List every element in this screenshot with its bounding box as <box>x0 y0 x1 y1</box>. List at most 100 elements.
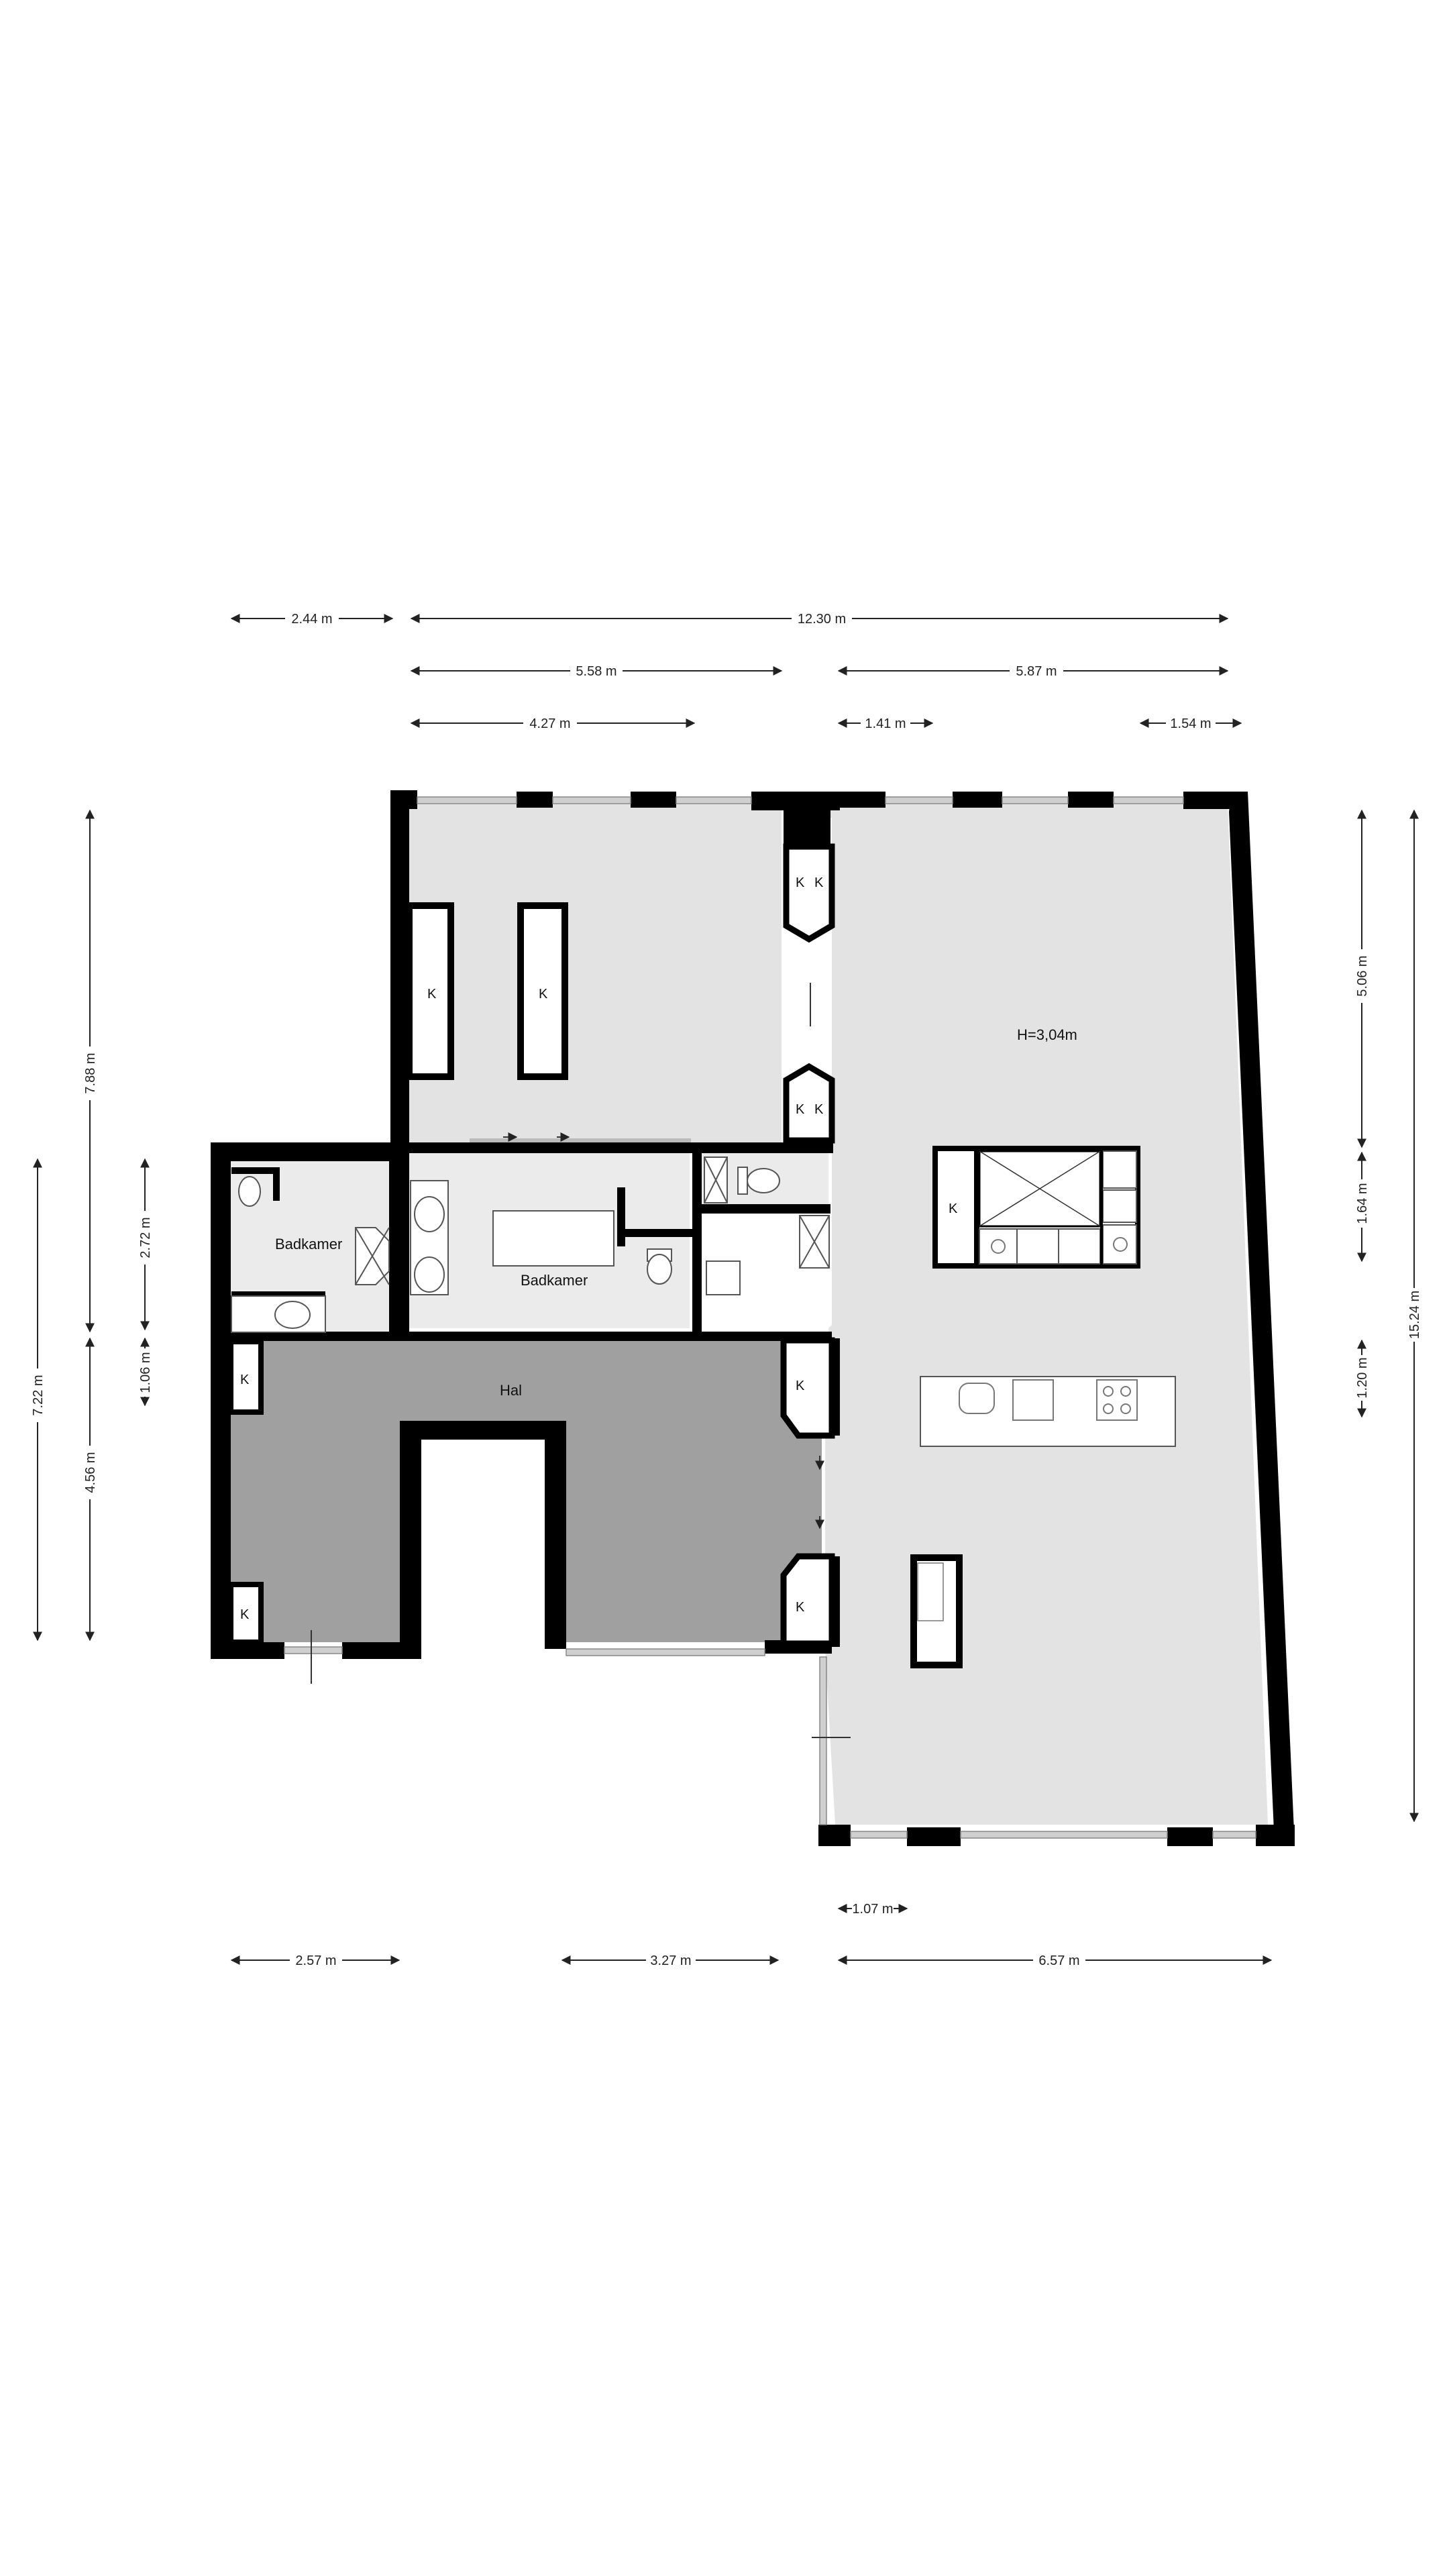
closet: K <box>780 1553 835 1647</box>
closet: K <box>406 902 454 1080</box>
dimension-label: 3.27 m <box>650 1953 691 1968</box>
closet: K <box>517 902 568 1080</box>
closet-label: K <box>796 1102 805 1117</box>
bathroom-left-label: Badkamer <box>275 1236 342 1252</box>
closet: K K <box>783 1063 835 1144</box>
wall <box>953 792 1002 808</box>
bedroom-floor <box>402 802 782 1147</box>
dimension-label: 15.24 m <box>1407 1291 1422 1339</box>
bathtub-icon <box>492 1210 614 1267</box>
closet-label: K <box>796 1379 805 1393</box>
dimension-label: 1.41 m <box>865 716 906 731</box>
wall <box>907 1827 961 1846</box>
closet-label: K <box>796 875 805 890</box>
windows <box>284 796 1256 1839</box>
dimension-label: 1.20 m <box>1355 1357 1370 1398</box>
window <box>960 1831 1168 1839</box>
closet: K <box>932 1146 979 1269</box>
window <box>850 1831 908 1839</box>
wall <box>784 792 830 845</box>
toilet-icon <box>706 1260 741 1295</box>
wall <box>211 1142 231 1659</box>
wall <box>231 1291 325 1297</box>
sink-icon <box>959 1383 995 1414</box>
closet-label: K <box>814 1102 824 1117</box>
closet: K <box>228 1582 264 1645</box>
dimension-label: 2.57 m <box>295 1953 336 1968</box>
dimension-label: 1.06 m <box>138 1352 153 1393</box>
wall <box>631 792 676 808</box>
closet: K <box>780 1337 835 1439</box>
dimension-label: 1.64 m <box>1355 1183 1370 1224</box>
wall <box>702 1204 830 1214</box>
fixtures <box>231 1157 830 1333</box>
wall <box>231 1167 278 1174</box>
closet-label: K <box>949 1201 958 1216</box>
wall <box>617 1187 625 1246</box>
toilet-icon <box>737 1167 748 1195</box>
wall <box>1068 792 1114 808</box>
wall <box>625 1229 692 1237</box>
window <box>1212 1831 1256 1839</box>
window <box>819 1656 827 1825</box>
kitchen <box>910 1146 1176 1668</box>
closet-label: K <box>796 1600 805 1615</box>
hall-label: Hal <box>500 1382 522 1399</box>
wall <box>1183 792 1233 809</box>
dimension-label: 5.06 m <box>1355 955 1370 996</box>
wall <box>1167 1827 1213 1846</box>
dimension-label: 4.27 m <box>529 716 570 731</box>
bathroom-center-label: Badkamer <box>521 1272 588 1289</box>
dimension-label: 12.30 m <box>798 612 846 627</box>
cooktop-icon <box>1012 1379 1054 1421</box>
window <box>676 796 752 804</box>
sink-icon <box>414 1196 445 1232</box>
wall <box>228 1332 832 1341</box>
window <box>885 796 953 804</box>
wall <box>1256 1825 1295 1846</box>
dimension-label: 5.58 m <box>576 664 616 679</box>
toilet-icon <box>238 1176 261 1207</box>
closet-label: K <box>427 987 437 1002</box>
toilet-icon <box>647 1254 672 1285</box>
dimension-label: 2.72 m <box>138 1217 153 1258</box>
wall <box>692 1142 833 1153</box>
wall <box>832 792 885 808</box>
living-floor <box>812 802 1268 1825</box>
living-height-label: H=3,04m <box>1017 1026 1077 1043</box>
dimensions <box>33 614 1419 1965</box>
window <box>1002 796 1069 804</box>
wall <box>545 1421 566 1649</box>
wall <box>211 1642 284 1659</box>
door-marks <box>311 983 851 1738</box>
wall <box>692 1152 702 1334</box>
window <box>417 796 517 804</box>
closets: K K K K K K K K K <box>228 843 979 1647</box>
closet: K <box>228 1339 264 1415</box>
sink-icon <box>414 1256 445 1293</box>
closet: K K <box>783 843 835 943</box>
closet-label: K <box>814 875 824 890</box>
dimension-labels: 2.44 m 12.30 m 5.58 m 5.87 m 4.27 m 1.41… <box>31 612 1422 1968</box>
window <box>552 796 631 804</box>
dimension-label: 1.54 m <box>1170 716 1211 731</box>
wall <box>211 1142 402 1161</box>
wall <box>389 1157 408 1340</box>
dimension-label: 7.22 m <box>31 1375 46 1415</box>
dimension-label: 5.87 m <box>1016 664 1057 679</box>
closet-label: K <box>240 1607 250 1622</box>
closet-label: K <box>539 987 548 1002</box>
wall <box>1229 792 1295 1846</box>
wall <box>517 792 553 808</box>
closet-label: K <box>240 1373 250 1387</box>
toilet-icon <box>747 1168 780 1193</box>
room-labels: H=3,04m Badkamer Badkamer Hal <box>275 1026 1077 1399</box>
floor-fills <box>228 802 1268 1825</box>
wall <box>400 1421 421 1659</box>
sink-icon <box>274 1301 311 1329</box>
dimension-label: 4.56 m <box>83 1452 98 1493</box>
wall <box>390 790 417 809</box>
window <box>566 1648 765 1656</box>
wall <box>273 1167 280 1201</box>
